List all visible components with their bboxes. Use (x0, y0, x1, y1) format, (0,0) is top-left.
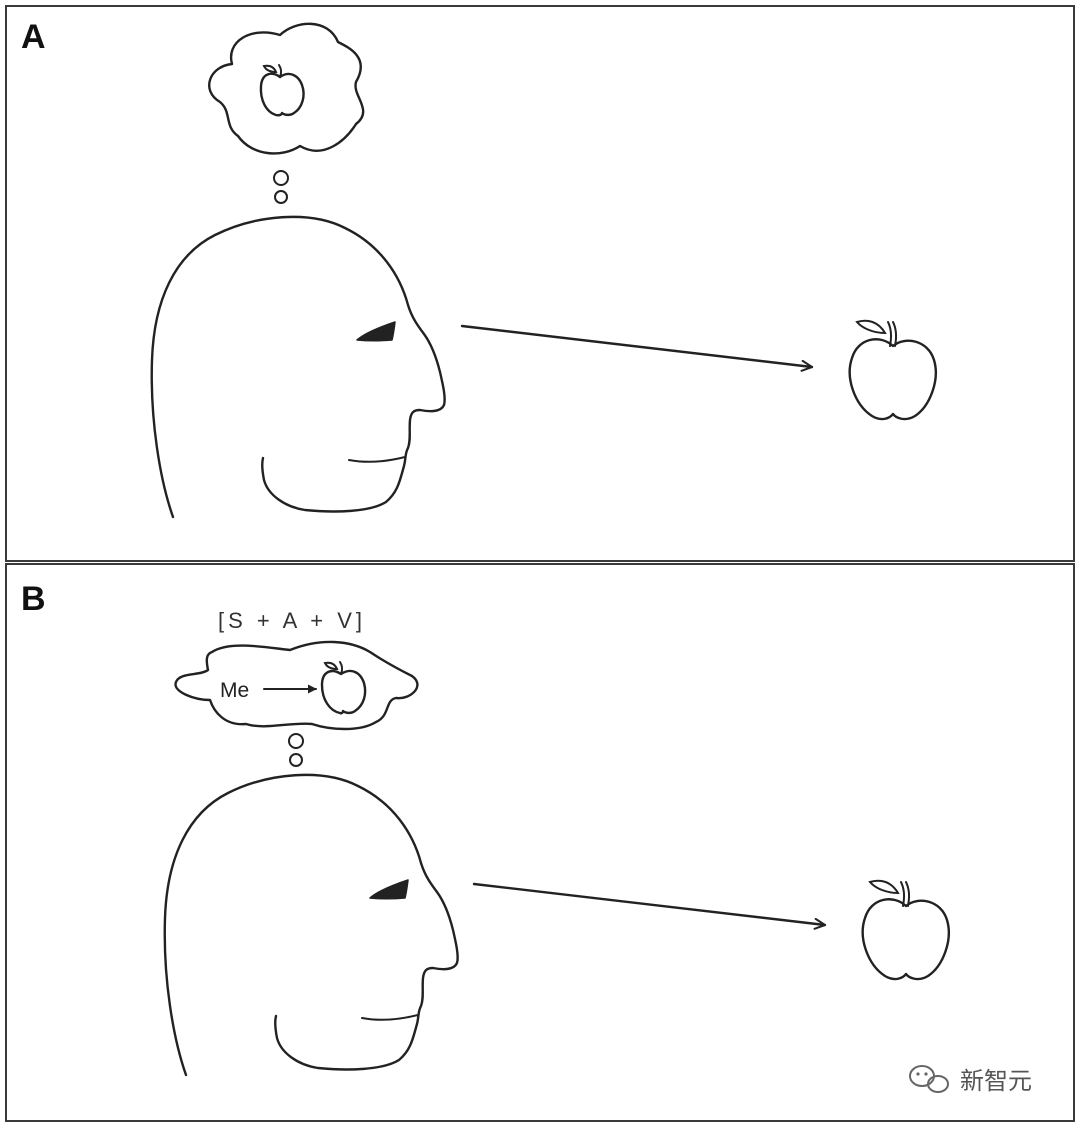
panel-b-frame (5, 563, 1075, 1122)
thought-dot-small (289, 753, 303, 767)
gaze-arrow-a (460, 324, 814, 372)
thought-cloud-a (208, 22, 365, 155)
panel-a: A (5, 5, 1075, 562)
gaze-arrow-b (472, 882, 827, 930)
panel-a-frame (5, 5, 1075, 562)
thought-cloud-b (174, 640, 419, 731)
apple-icon (320, 661, 367, 715)
apple-icon (259, 64, 305, 117)
formula-label: [S + A + V] (218, 608, 366, 633)
thought-dot-large (288, 733, 304, 749)
panel-b-label: B (21, 580, 46, 618)
thought-dot-small (274, 190, 288, 204)
wechat-icon (909, 1065, 949, 1093)
watermark: 新智元 (909, 1065, 1032, 1095)
thought-dot-large (273, 170, 289, 186)
bubble-text-me: Me (220, 679, 249, 702)
panel-a-label: A (21, 18, 46, 56)
panel-b: B [S + A + V] Me (5, 563, 1075, 1122)
watermark-text: 新智元 (960, 1067, 1032, 1095)
